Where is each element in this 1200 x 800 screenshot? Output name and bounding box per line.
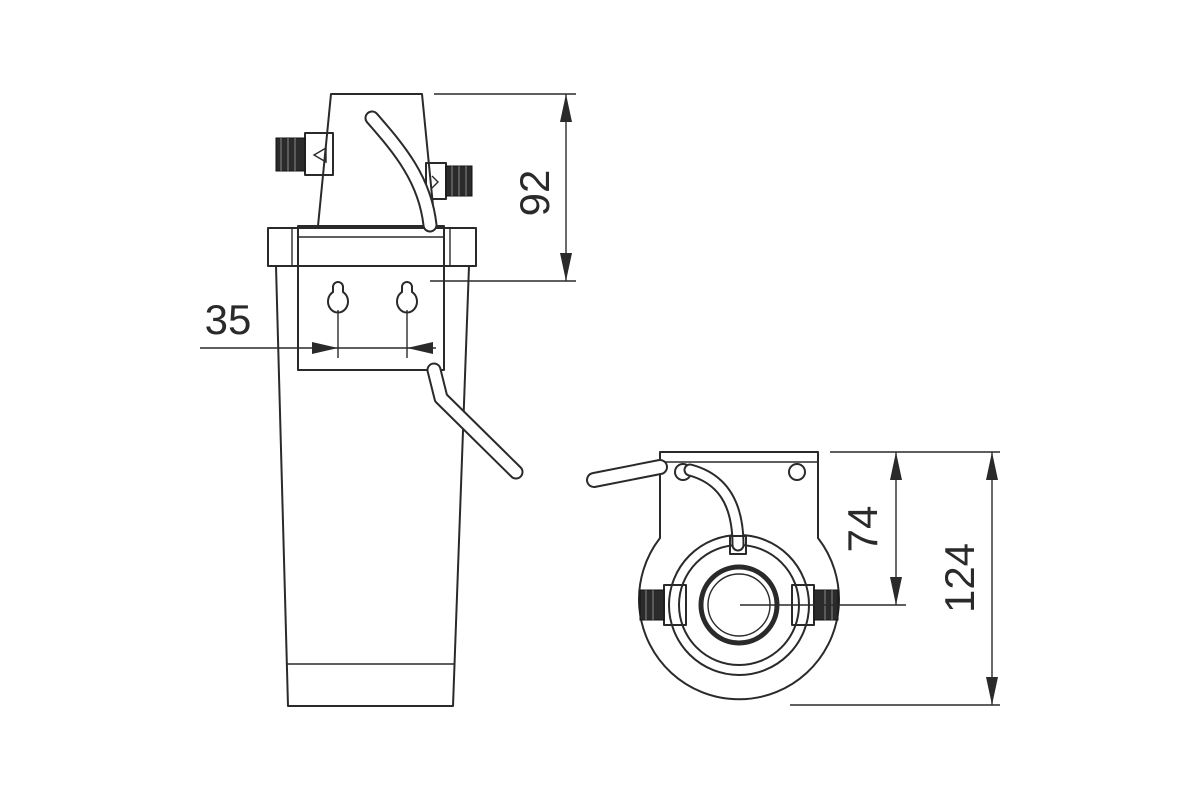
top-housing-outline bbox=[638, 451, 840, 701]
mount-hole-right bbox=[788, 463, 806, 481]
flow-arrow-icon bbox=[312, 146, 327, 164]
top-view bbox=[586, 451, 840, 701]
keyhole-slot-left bbox=[327, 281, 349, 314]
filter-head bbox=[317, 93, 436, 227]
mounting-bracket bbox=[297, 225, 445, 371]
top-fitting-left bbox=[639, 589, 665, 621]
dim-label-92: 92 bbox=[511, 170, 558, 217]
dim-label-124: 124 bbox=[936, 543, 983, 613]
filter-body bbox=[275, 265, 470, 707]
dimension-center-height: 74 bbox=[740, 451, 1000, 606]
dimension-total-height: 124 bbox=[790, 452, 1000, 706]
top-port-block-left bbox=[663, 584, 687, 626]
port-block-left bbox=[304, 132, 334, 176]
dimension-height-upper: 92 bbox=[430, 93, 576, 282]
dimension-hole-spacing: 35 bbox=[200, 296, 436, 358]
keyhole-slot-right bbox=[396, 281, 418, 314]
fitting-left bbox=[275, 137, 306, 172]
dim-label-74: 74 bbox=[839, 506, 886, 553]
dim-label-35: 35 bbox=[205, 296, 252, 343]
side-view bbox=[267, 93, 524, 707]
top-collar bbox=[267, 227, 477, 267]
